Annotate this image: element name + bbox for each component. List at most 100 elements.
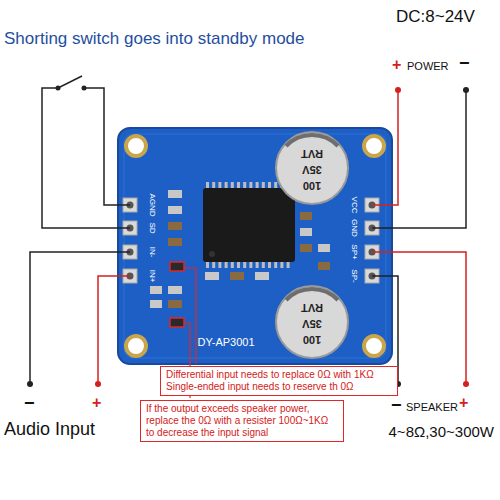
polarity-sign: + (92, 394, 101, 412)
pin-name: SD (148, 222, 157, 233)
smd-component (168, 190, 182, 198)
chip-pin (287, 262, 290, 268)
smd-component (150, 300, 162, 308)
pin-name: SP+ (350, 244, 359, 259)
capacitor-marking: 35V (302, 164, 322, 176)
power-wire (372, 90, 398, 205)
amplifier-chip (203, 188, 295, 262)
chip-pin (274, 182, 277, 188)
pin-name: IN+ (148, 270, 157, 283)
capacitor (276, 286, 348, 358)
speaker-wire (372, 252, 466, 384)
smd-component (300, 228, 312, 236)
terminal-dot (463, 381, 469, 387)
power-wire (372, 90, 466, 228)
board (118, 128, 392, 364)
standby-wire (58, 76, 82, 88)
smd-component (168, 206, 182, 214)
chip-pin (262, 262, 265, 268)
chip-pin (268, 262, 271, 268)
audio-input-wire (30, 252, 130, 384)
smd-component (168, 238, 182, 246)
speaker-wire (372, 252, 466, 384)
terminal-dot (395, 87, 401, 93)
standby-wire (84, 88, 130, 205)
terminal-name: SPEAKER (406, 401, 458, 413)
board (118, 128, 392, 364)
polarity-sign: + (392, 56, 401, 74)
capacitor-marking: RVT (301, 302, 323, 314)
chip-pin (237, 262, 240, 268)
chip-pin (249, 182, 252, 188)
input-resistor (170, 262, 184, 271)
smd-component (205, 272, 219, 280)
smd-component (168, 300, 182, 308)
polarity-sign: + (459, 394, 468, 412)
chip-pin (231, 182, 234, 188)
terminal-dot (463, 87, 469, 93)
capacitor-marking: 100 (303, 334, 321, 346)
mounting-hole (126, 336, 146, 356)
power-wire (372, 90, 466, 228)
terminal-name: Audio Input (4, 420, 95, 440)
mounting-hole (364, 336, 384, 356)
capacitor-marking: RVT (301, 148, 323, 160)
chip-pin (268, 182, 271, 188)
chip-pin (218, 182, 221, 188)
chip-pin (212, 262, 215, 268)
chip-pin (206, 182, 290, 268)
amplifier-chip (209, 251, 215, 257)
polarity-sign: − (391, 396, 402, 416)
chip-pin (256, 182, 259, 188)
smd-component (230, 272, 244, 280)
chip-pin (249, 262, 252, 268)
audio-input-wire (30, 252, 130, 384)
input-resistor (170, 262, 184, 327)
capacitor (286, 289, 338, 300)
callout-box: Differential input needs to replace 0Ω w… (160, 366, 398, 396)
capacitor-marking: 35V (302, 318, 322, 330)
speaker-rating: 4~8Ω,30~300W (389, 424, 494, 441)
chip-pin (225, 262, 228, 268)
smd-component (318, 262, 330, 270)
supply-voltage: DC:8~24V (396, 8, 475, 27)
terminal-dot (27, 87, 469, 387)
chip-pin (280, 262, 283, 268)
standby-wire (42, 88, 130, 228)
chip-pin (206, 182, 209, 188)
capacitor-marking: 100 (303, 180, 321, 192)
smd-component (300, 244, 312, 252)
callout-text: Single-ended input needs to reserve th 0… (166, 381, 392, 393)
chip-pin (206, 262, 209, 268)
capacitor (276, 132, 348, 204)
smd-component (255, 272, 269, 280)
mounting-hole (126, 136, 146, 156)
capacitor (276, 132, 348, 358)
chip-pin (218, 262, 221, 268)
header-pin (123, 198, 379, 283)
chip-pin (225, 182, 228, 188)
input-resistor (170, 318, 184, 327)
polarity-sign: − (24, 394, 35, 414)
pin-name: IN- (148, 247, 157, 258)
terminal-name: POWER (407, 60, 449, 72)
terminal-dot (95, 381, 101, 387)
amplifier-chip (203, 188, 295, 262)
pin-name: VCC (350, 197, 359, 214)
chip-pin (212, 182, 215, 188)
chip-pin (256, 262, 259, 268)
chip-pin (231, 262, 234, 268)
chip-pin (243, 182, 246, 188)
chip-pin (274, 262, 277, 268)
mounting-hole (364, 136, 384, 156)
audio-input-wire (98, 276, 130, 384)
switch-note: Shorting switch goes into standby mode (4, 30, 305, 49)
chip-pin (262, 182, 265, 188)
chip-pin (243, 262, 246, 268)
callout-text: Differential input needs to replace 0Ω w… (166, 369, 392, 381)
board-name: DY-AP3001 (197, 336, 254, 348)
switch-contact (56, 86, 61, 91)
callout-text: If the output exceeds speaker power, rep… (146, 403, 338, 439)
switch-contact (82, 86, 87, 91)
